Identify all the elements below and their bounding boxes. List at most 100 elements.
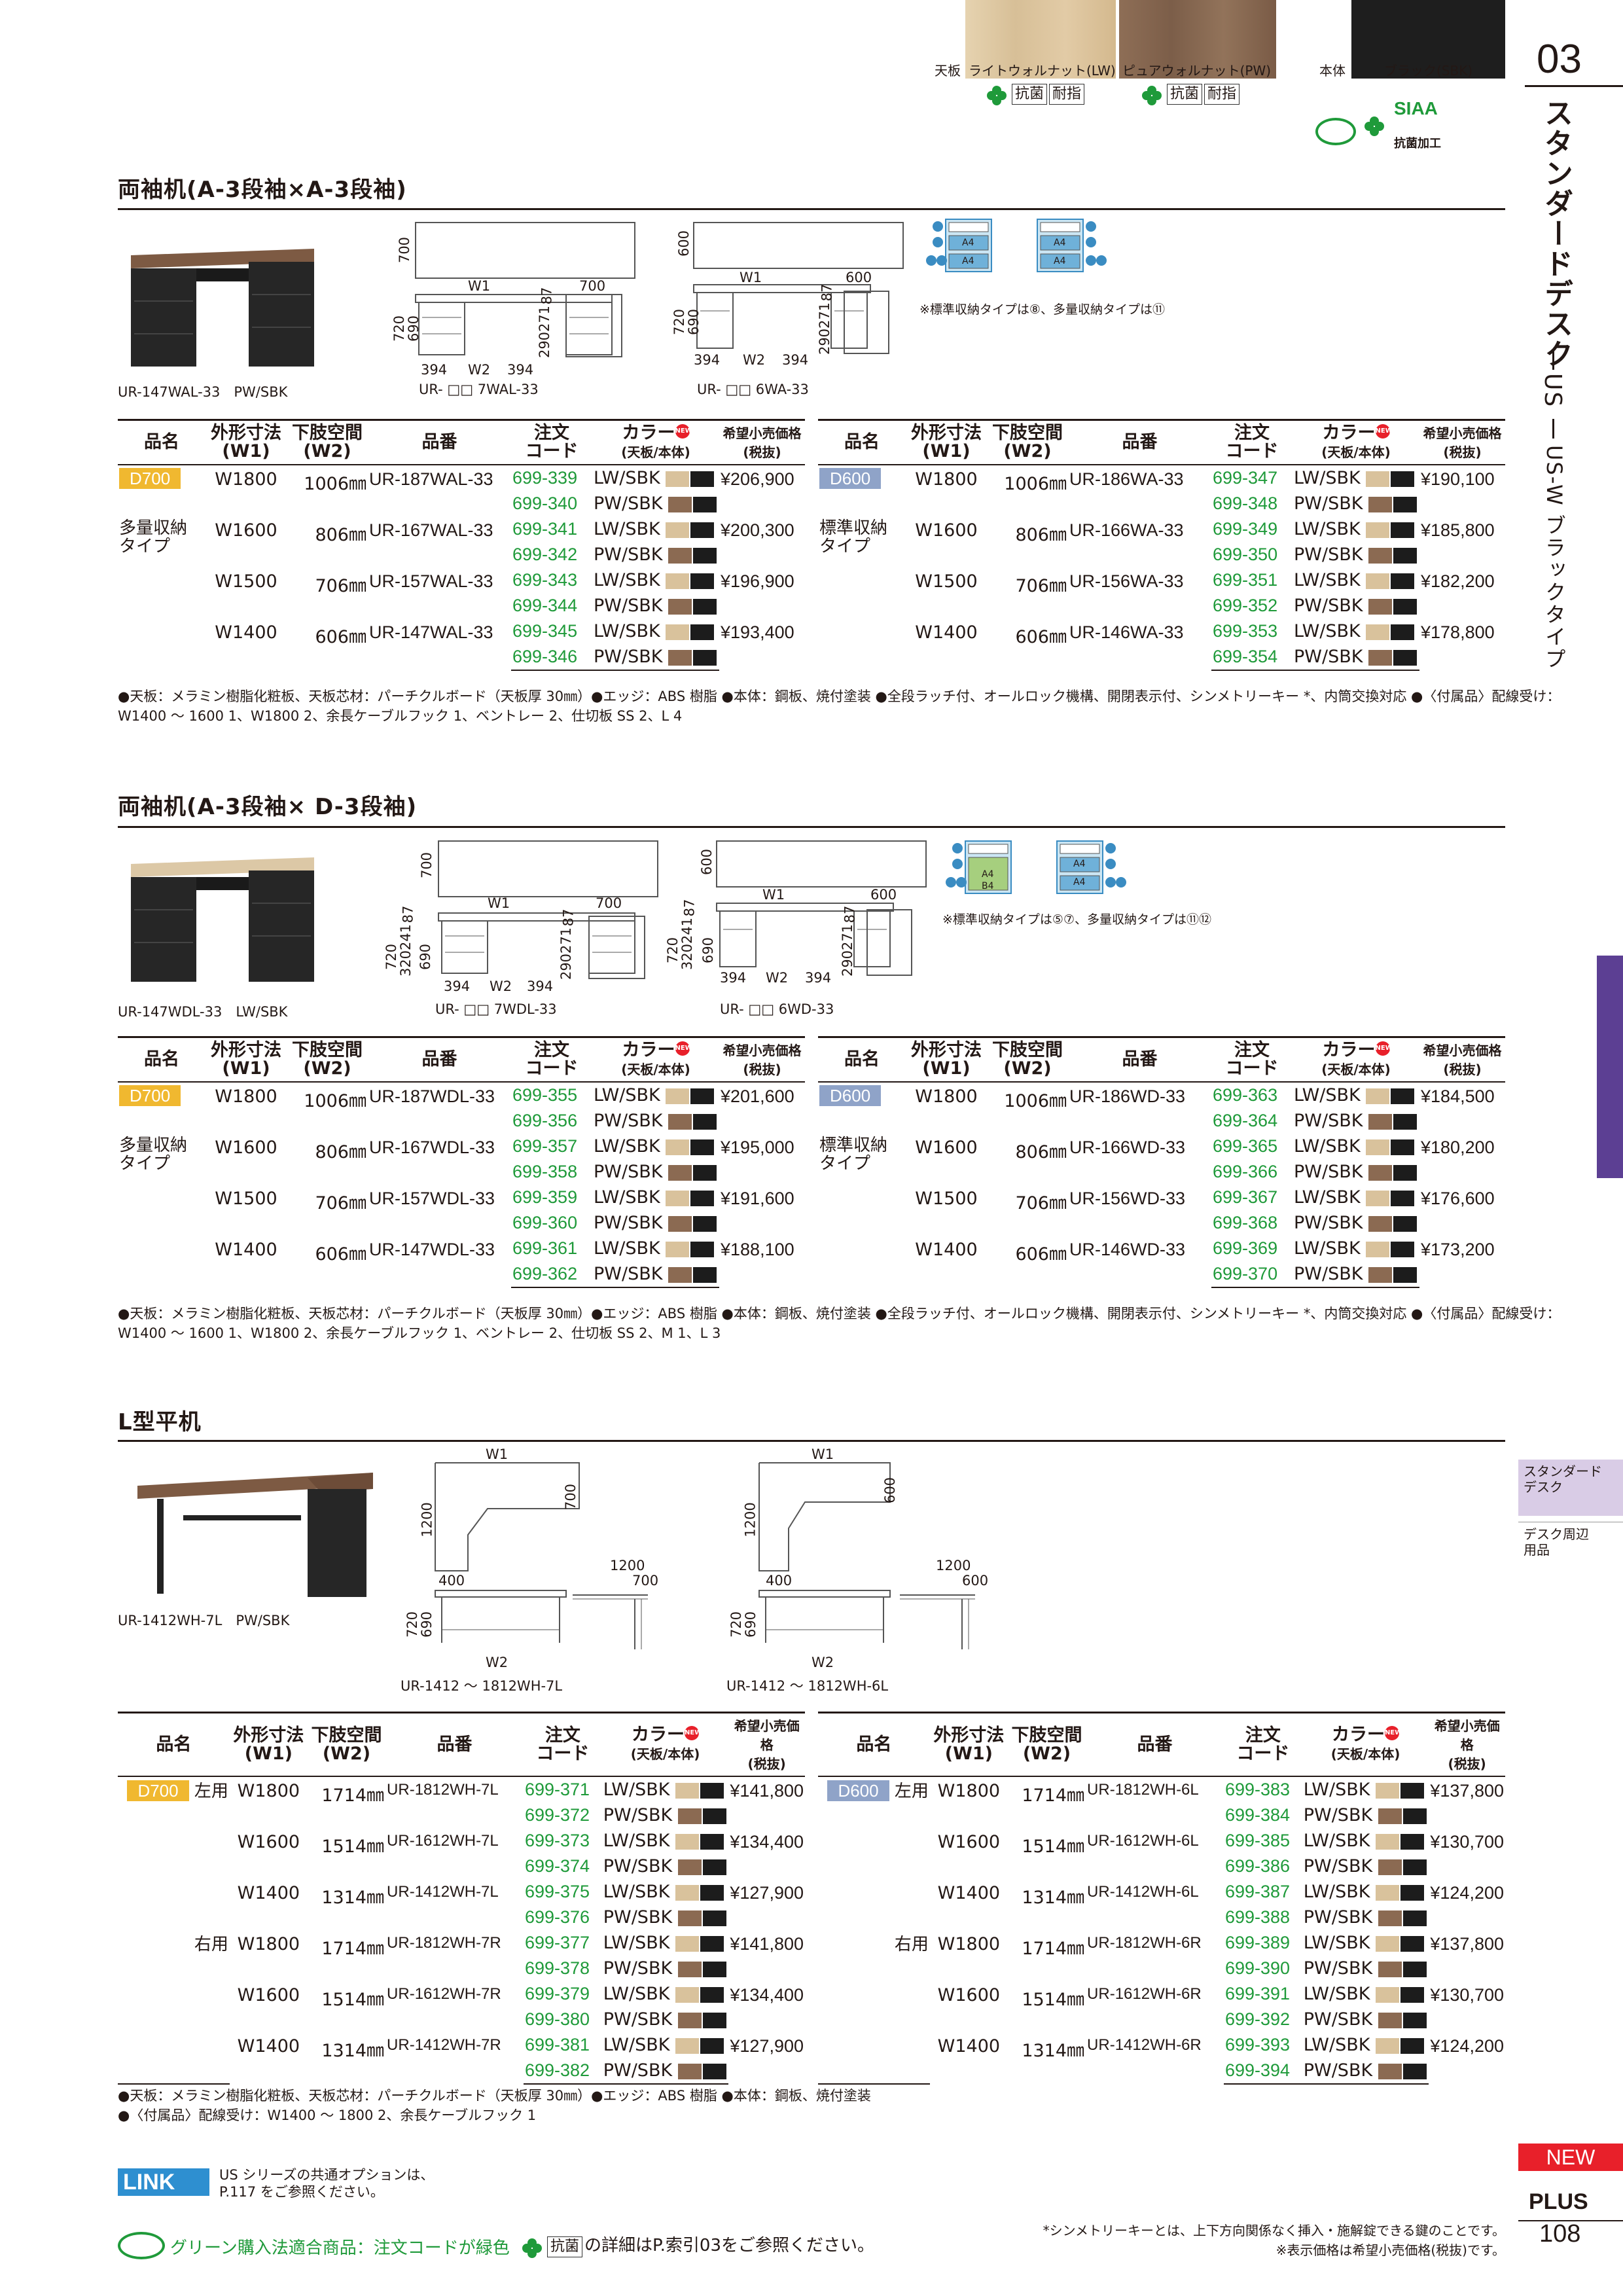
order-code[interactable]: 699-344 <box>512 596 578 615</box>
order-code[interactable]: 699-348 <box>1213 493 1278 513</box>
order-code[interactable]: 699-373 <box>524 1831 590 1850</box>
dimension-drawing-1b <box>693 222 904 349</box>
color-chip-top <box>1378 2012 1402 2028</box>
color-chip-body <box>700 1833 724 1850</box>
order-code[interactable]: 699-364 <box>1213 1111 1278 1130</box>
order-code[interactable]: 699-377 <box>524 1933 590 1952</box>
order-code[interactable]: 699-369 <box>1213 1238 1278 1258</box>
order-code[interactable]: 699-341 <box>512 519 578 539</box>
order-code[interactable]: 699-391 <box>1224 1984 1291 2003</box>
order-code[interactable]: 699-366 <box>1213 1162 1278 1181</box>
color-chip-body <box>1391 1241 1415 1257</box>
order-code[interactable]: 699-339 <box>512 468 578 488</box>
spec-note: ●〈付属品〉配線受け：W1400 ～ 1800 2、余長ケーブルフック 1 <box>118 2108 537 2123</box>
order-code[interactable]: 699-356 <box>512 1111 578 1130</box>
order-code[interactable]: 699-375 <box>524 1882 590 1901</box>
color-cell: LW/SBK <box>1293 1134 1419 1159</box>
order-code[interactable]: 699-343 <box>512 570 578 590</box>
order-code[interactable]: 699-371 <box>524 1780 590 1799</box>
order-code[interactable]: 699-385 <box>1224 1831 1291 1850</box>
spec-note: W1400 ～ 1600 1、W1800 2、余長ケーブルフック 1、ベントレー… <box>118 708 683 724</box>
order-code[interactable]: 699-367 <box>1213 1187 1278 1207</box>
order-code[interactable]: 699-349 <box>1213 519 1278 539</box>
dim-label: 700 <box>397 236 413 264</box>
order-code[interactable]: 699-363 <box>1213 1085 1278 1105</box>
order-code[interactable]: 699-357 <box>512 1136 578 1156</box>
order-code[interactable]: 699-368 <box>1213 1213 1278 1232</box>
order-code[interactable]: 699-387 <box>1224 1882 1291 1901</box>
color-chip-top <box>1378 1961 1402 1977</box>
dim-label: 271 <box>817 302 833 329</box>
order-code[interactable]: 699-365 <box>1213 1136 1278 1156</box>
dim-label: W1 <box>488 895 510 911</box>
order-code[interactable]: 699-359 <box>512 1187 578 1207</box>
order-code[interactable]: 699-394 <box>1223 2058 1302 2085</box>
order-code[interactable]: 699-342 <box>512 545 578 564</box>
order-code[interactable]: 699-346 <box>511 644 592 671</box>
link-text-2[interactable]: P.117 をご参照ください。 <box>219 2184 384 2200</box>
order-code[interactable]: 699-381 <box>524 2035 590 2054</box>
dim-label: 87 <box>681 899 698 917</box>
tab-standard-desk[interactable]: スタンダード デスク <box>1518 1460 1623 1516</box>
price-cell: ¥137,800 <box>1430 1781 1504 1801</box>
hinmei-cell: D600 <box>818 1082 906 1134</box>
side-view-2a <box>588 916 645 979</box>
order-code[interactable]: 699-353 <box>1213 621 1278 641</box>
tab-desk-accessories[interactable]: デスク周辺 用品 <box>1518 1522 1623 1562</box>
order-code[interactable]: 699-355 <box>512 1085 578 1105</box>
order-code[interactable]: 699-390 <box>1224 1958 1291 1978</box>
order-code[interactable]: 699-361 <box>512 1238 578 1258</box>
order-code[interactable]: 699-392 <box>1224 2009 1291 2029</box>
dim-label: 720 <box>728 1611 745 1638</box>
price-cell: ¥130,700 <box>1430 1985 1504 2005</box>
color-cell: PW/SBK <box>592 1210 719 1236</box>
part-number: UR-1612WH-6R <box>1087 1985 1202 2003</box>
order-code[interactable]: 699-378 <box>524 1958 590 1978</box>
w1-cell: W1600 <box>215 1138 277 1158</box>
color-cell: LW/SBK <box>1293 465 1419 491</box>
order-code[interactable]: 699-350 <box>1213 545 1278 564</box>
col-color: カラーNEW(天板/本体) <box>601 1712 729 1777</box>
order-code[interactable]: 699-351 <box>1213 570 1278 590</box>
dim-label: 690 <box>406 315 422 342</box>
order-code[interactable]: 699-360 <box>512 1213 578 1232</box>
order-code[interactable]: 699-376 <box>524 1907 590 1927</box>
order-code[interactable]: 699-388 <box>1224 1907 1291 1927</box>
order-code[interactable]: 699-382 <box>523 2058 602 2085</box>
order-code[interactable]: 699-370 <box>1211 1261 1293 1288</box>
order-code[interactable]: 699-379 <box>524 1984 590 2003</box>
price-cell: ¥134,400 <box>730 1985 804 2005</box>
order-code[interactable]: 699-383 <box>1224 1780 1291 1799</box>
color-chip-top <box>1368 496 1393 512</box>
size-badge: D600 <box>827 1780 889 1801</box>
order-code[interactable]: 699-384 <box>1224 1805 1291 1825</box>
order-code[interactable]: 699-389 <box>1224 1933 1291 1952</box>
photo-caption-3: UR-1412WH-7L PW/SBK <box>118 1613 290 1628</box>
order-code[interactable]: 699-374 <box>524 1856 590 1876</box>
order-code[interactable]: 699-372 <box>524 1805 590 1825</box>
order-code[interactable]: 699-380 <box>524 2009 590 2029</box>
price-cell: ¥190,100 <box>1421 469 1495 489</box>
color-chip-body <box>693 598 717 615</box>
color-cell: LW/SBK <box>602 1828 729 1854</box>
tags-lw: 抗菌耐指 <box>987 84 1086 105</box>
spec-table-2-right: 品名外形寸法(W1)下肢空間(W2)品番注文コードカラーNEW(天板/本体)希望… <box>818 1036 1505 1288</box>
order-code[interactable]: 699-345 <box>512 621 578 641</box>
col-hinban: 品番 <box>368 1036 511 1083</box>
order-code[interactable]: 699-354 <box>1211 644 1293 671</box>
order-code[interactable]: 699-340 <box>512 493 578 513</box>
order-code[interactable]: 699-386 <box>1224 1856 1291 1876</box>
price-cell: ¥201,600 <box>721 1086 794 1106</box>
footnote-2: ※表示価格は希望小売価格(税抜)です。 <box>1275 2242 1505 2258</box>
order-code[interactable]: 699-352 <box>1213 596 1278 615</box>
order-code[interactable]: 699-362 <box>511 1261 592 1288</box>
order-code[interactable]: 699-347 <box>1213 468 1278 488</box>
a4-label: A4 <box>1073 877 1086 888</box>
color-chip-top <box>1366 1241 1390 1257</box>
order-code[interactable]: 699-393 <box>1224 2035 1291 2054</box>
link-text-1: US シリーズの共通オプションは、 <box>219 2167 435 2183</box>
order-code[interactable]: 699-358 <box>512 1162 578 1181</box>
side-view-1b <box>844 291 889 354</box>
color-chip-body <box>702 1961 726 1977</box>
color-chip-top <box>666 624 690 640</box>
